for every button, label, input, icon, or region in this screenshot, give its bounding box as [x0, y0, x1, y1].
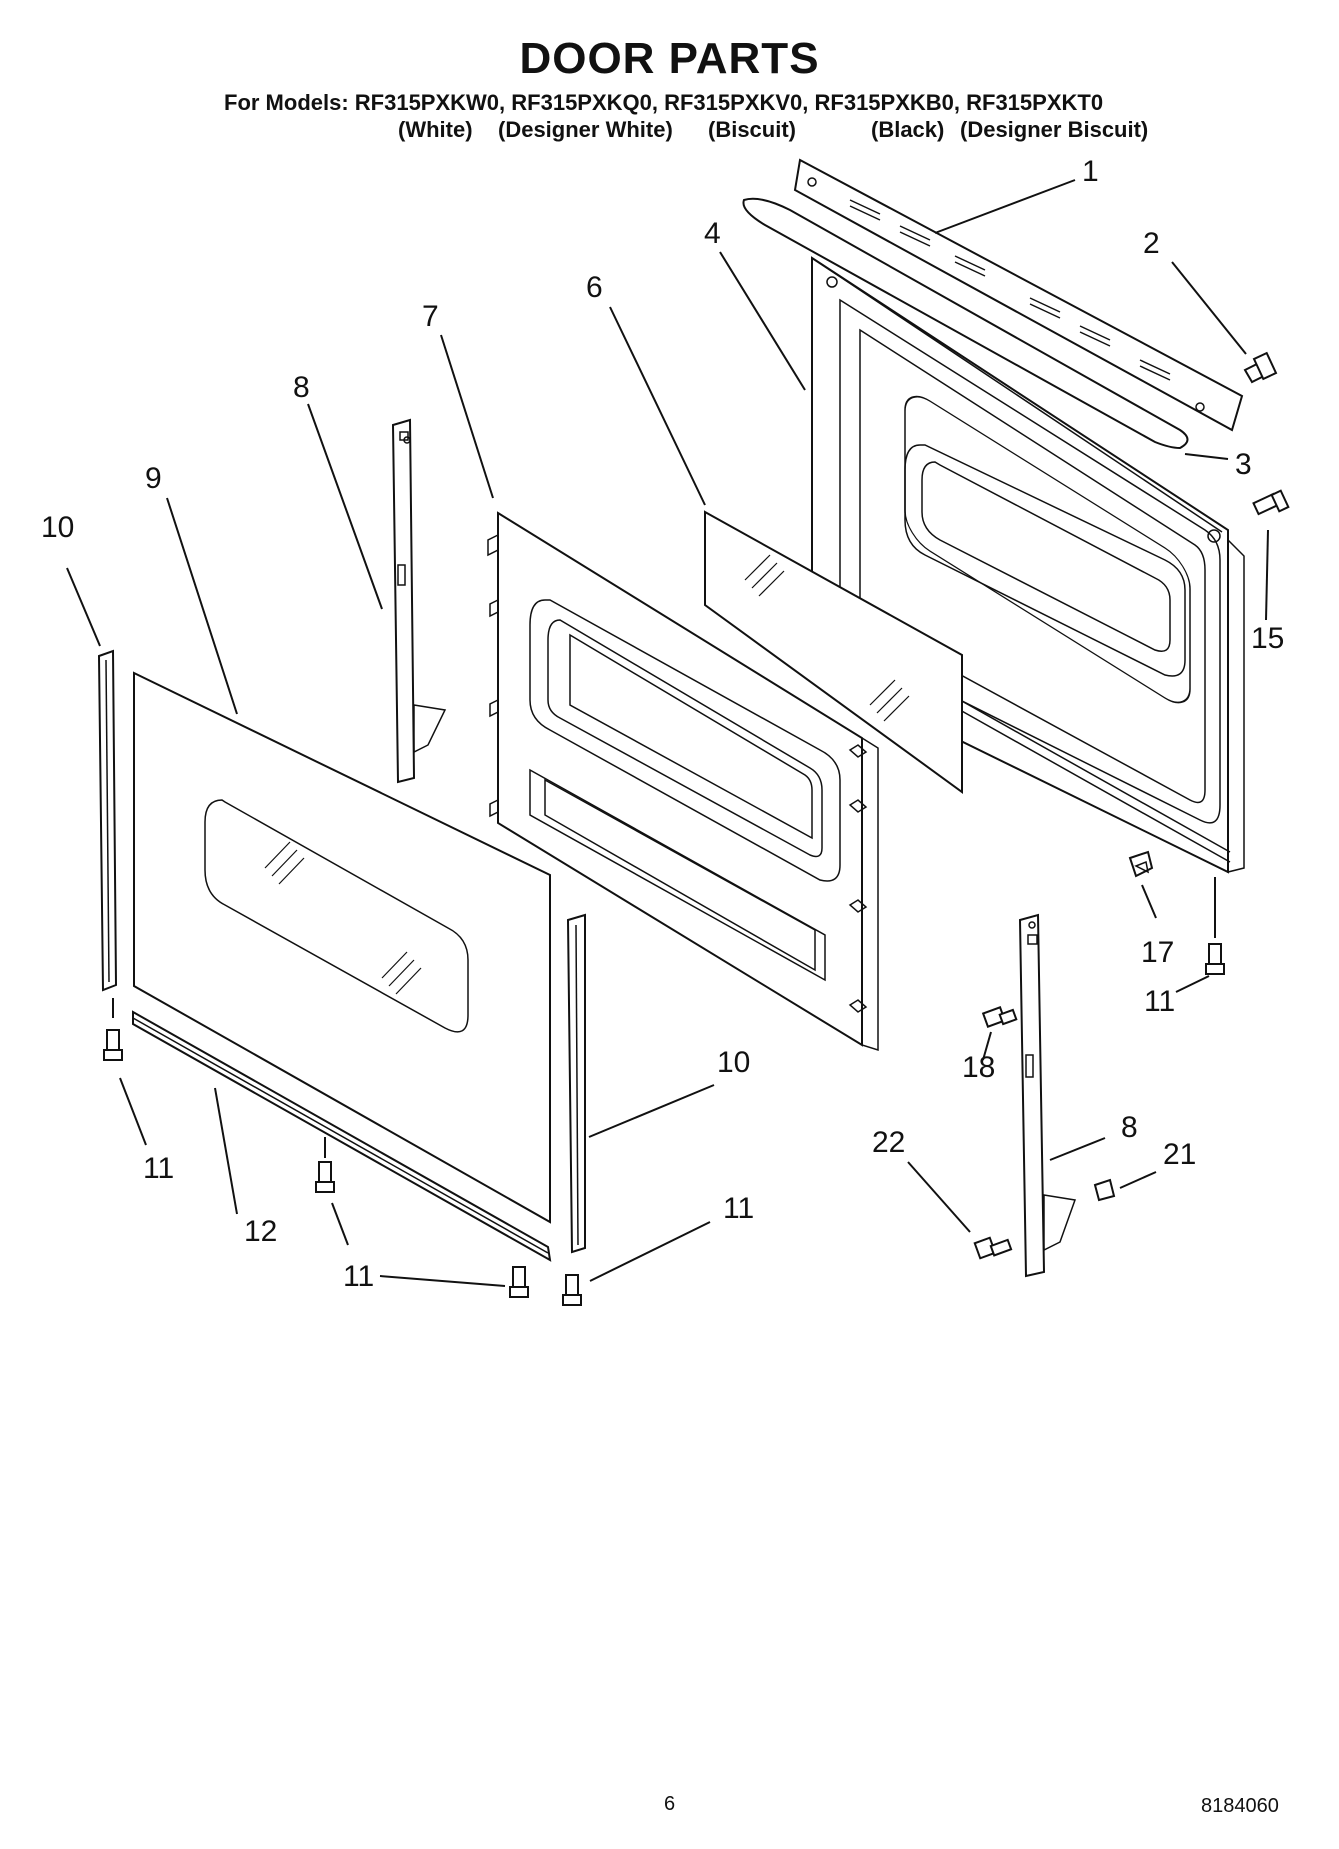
part-8-right-hinge [1018, 913, 1077, 1278]
callout-11a: 11 [143, 1152, 174, 1185]
part-1-vent-trim [793, 158, 1244, 432]
callout-18: 18 [962, 1051, 995, 1084]
callout-2: 2 [1143, 227, 1160, 260]
part-11-screws [103, 943, 1225, 1306]
color-designer-white: (Designer White) [498, 117, 673, 142]
callout-9: 9 [145, 462, 162, 495]
part-18-screw [981, 1006, 1018, 1028]
part-10-right-side-trim [566, 913, 586, 1254]
leader-lines [66, 179, 1269, 1287]
part-12-bottom-trim [132, 1010, 552, 1262]
callout-8a: 8 [293, 371, 310, 404]
part-3-trim [742, 197, 1189, 450]
part-2-screw [1243, 351, 1278, 384]
callout-21: 21 [1163, 1138, 1196, 1171]
model-list: For Models: RF315PXKW0, RF315PXKQ0, RF31… [224, 90, 1104, 115]
page-number: 6 [664, 1793, 676, 1815]
part-9-outer-glass-door [133, 671, 551, 1224]
page-title: DOOR PARTS [519, 34, 820, 83]
callout-17: 17 [1141, 936, 1174, 969]
callouts: 1 2 3 4 6 7 8 9 10 10 11 11 11 11 11 12 … [41, 155, 1284, 1293]
part-8-left-hinge [391, 418, 447, 784]
callout-15: 15 [1251, 622, 1284, 655]
part-15-screw [1252, 489, 1290, 516]
callout-3: 3 [1235, 448, 1252, 481]
callout-12: 12 [244, 1215, 277, 1248]
color-white: (White) [398, 117, 473, 142]
callout-11c: 11 [723, 1192, 754, 1225]
callout-10a: 10 [41, 511, 74, 544]
document-number: 8184060 [1201, 1795, 1279, 1817]
callout-11e: 11 [1144, 985, 1175, 1018]
color-designer-biscuit: (Designer Biscuit) [960, 117, 1149, 142]
callout-6: 6 [586, 271, 603, 304]
callout-10b: 10 [717, 1046, 750, 1079]
callout-22: 22 [872, 1126, 905, 1159]
part-7-inner-liner [487, 511, 879, 1052]
part-22-screw [973, 1236, 1013, 1260]
part-6-inner-glass [704, 510, 963, 794]
callout-1: 1 [1082, 155, 1099, 188]
part-17-clip [1128, 850, 1154, 878]
callout-11b: 11 [343, 1260, 374, 1293]
callout-4: 4 [704, 217, 721, 250]
color-biscuit: (Biscuit) [708, 117, 796, 142]
callout-7: 7 [422, 300, 439, 333]
color-black: (Black) [871, 117, 945, 142]
part-21-clip [1093, 1178, 1116, 1202]
callout-8b: 8 [1121, 1111, 1138, 1144]
part-10-left-side-trim [97, 649, 118, 992]
